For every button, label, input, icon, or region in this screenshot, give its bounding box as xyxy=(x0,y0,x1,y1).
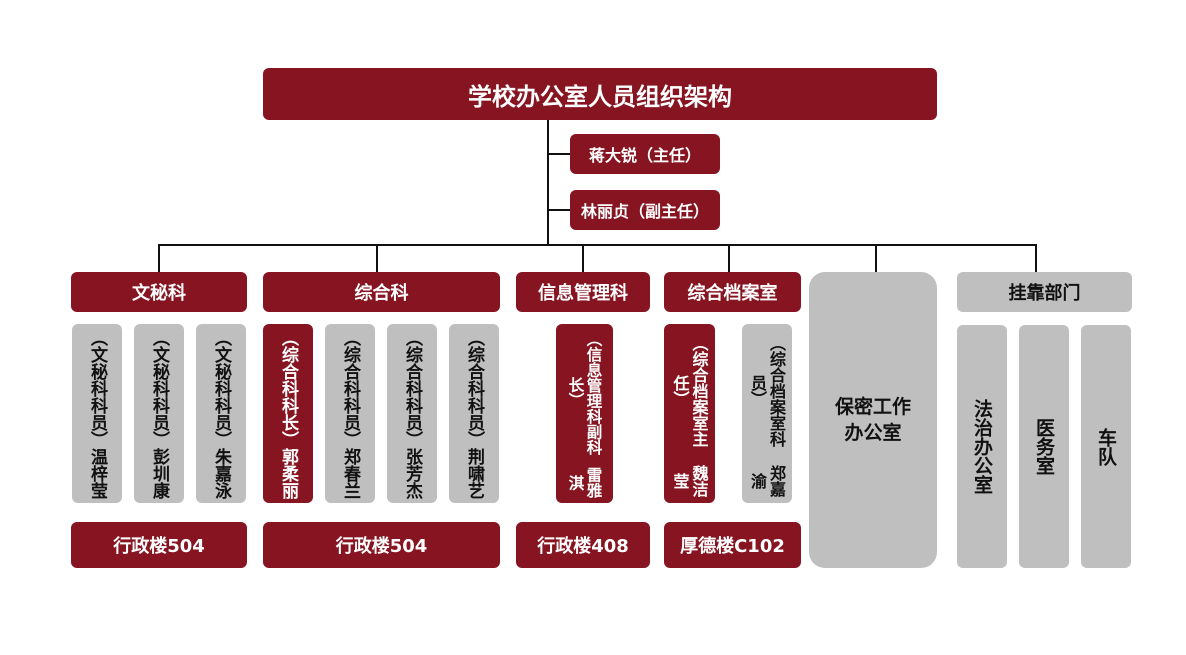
member-card: （综合科科员）张芳杰 xyxy=(387,324,437,503)
dept-affiliated: 挂靠部门 xyxy=(957,272,1132,312)
connector xyxy=(547,120,549,246)
connector xyxy=(548,209,570,211)
member-card: （综合科科员）郑春兰 xyxy=(325,324,375,503)
member-card: （文秘科科员）彭圳康 xyxy=(134,324,184,503)
dept-archive: 综合档案室 xyxy=(664,272,801,312)
connector xyxy=(582,244,584,272)
dept-info: 信息管理科 xyxy=(516,272,650,312)
member-card: （综合科科员）荆啸艺 xyxy=(449,324,499,503)
connector xyxy=(158,244,160,272)
connector xyxy=(1035,244,1037,272)
secret-office: 保密工作办公室 xyxy=(809,272,937,568)
leader-director: 蒋大锐（主任） xyxy=(570,134,720,174)
location-label: 厚德楼C102 xyxy=(664,522,801,568)
connector xyxy=(728,244,730,272)
leader-deputy: 林丽贞（副主任） xyxy=(570,190,720,230)
affiliated-unit: 医务室 xyxy=(1019,325,1069,568)
affiliated-unit: 车队 xyxy=(1081,325,1131,568)
connector xyxy=(158,244,1037,246)
member-card: （文秘科科员）温梓莹 xyxy=(72,324,122,503)
member-card: （综合档案室主任）魏洁莹 xyxy=(664,324,715,503)
member-card: （综合科科长）郭柔丽 xyxy=(263,324,313,503)
affiliated-unit: 法治办公室 xyxy=(957,325,1007,568)
location-label: 行政楼504 xyxy=(263,522,500,568)
connector xyxy=(548,153,570,155)
connector xyxy=(376,244,378,272)
member-card: （信息管理科副科长）雷雅淇 xyxy=(556,324,613,503)
member-card: （文秘科科员）朱嘉泳 xyxy=(196,324,246,503)
chart-title: 学校办公室人员组织架构 xyxy=(263,68,937,120)
member-card: （综合档案室科员）郑嘉渝 xyxy=(742,324,792,503)
location-label: 行政楼504 xyxy=(71,522,247,568)
dept-zonghe: 综合科 xyxy=(263,272,500,312)
connector xyxy=(875,244,877,272)
location-label: 行政楼408 xyxy=(516,522,650,568)
dept-wenmi: 文秘科 xyxy=(71,272,247,312)
